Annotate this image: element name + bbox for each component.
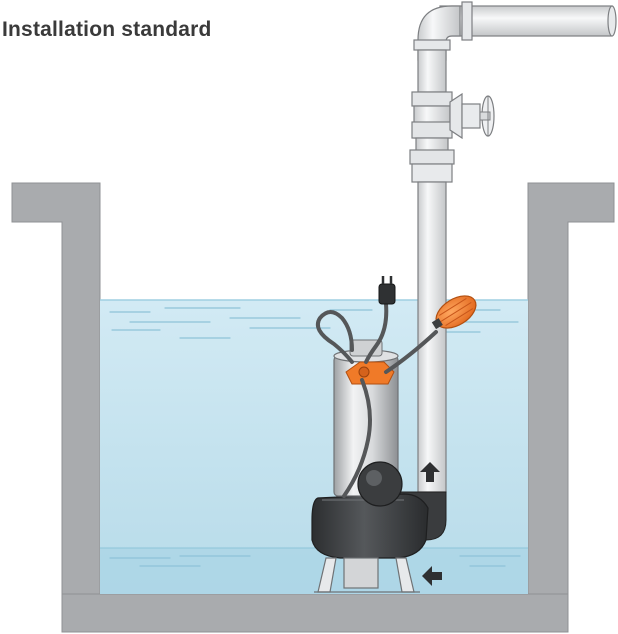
pit-wall-left — [11, 182, 101, 595]
discharge-pipe — [409, 1, 617, 493]
float-cable — [342, 378, 372, 498]
pump-feet — [314, 557, 420, 593]
power-cable — [315, 310, 354, 364]
arrow-left-icon — [422, 566, 442, 586]
pit-walls — [11, 182, 615, 633]
pit-wall-right — [527, 182, 615, 595]
water-min-level — [100, 548, 528, 594]
plug-icon — [378, 276, 396, 305]
float-switch-orange — [431, 295, 477, 330]
submersible-pump — [311, 339, 447, 593]
water — [100, 299, 528, 594]
page-title: Installation standard — [2, 18, 212, 41]
gate-valve-icon — [411, 91, 495, 140]
pit-floor — [61, 593, 569, 633]
arrow-up-icon — [420, 462, 440, 482]
float-switch-icon — [357, 461, 403, 507]
cables — [315, 302, 438, 498]
